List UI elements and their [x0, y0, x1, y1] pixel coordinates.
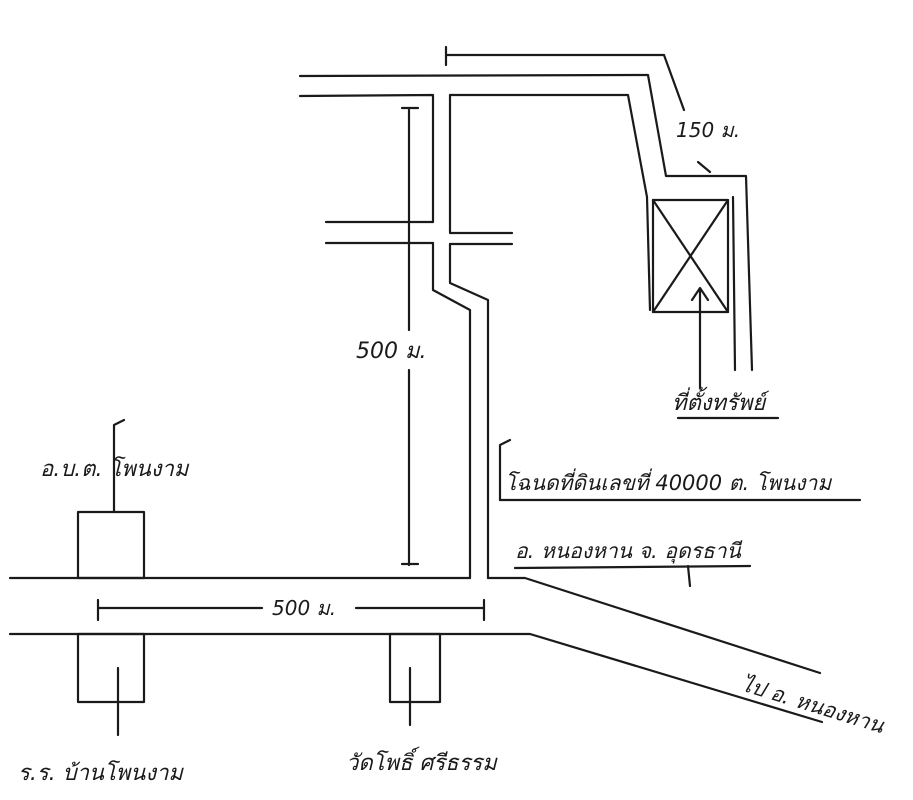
district-label: อ. หนองหาน จ. อุดรธานี [515, 539, 743, 564]
office-leader [112, 418, 126, 514]
deed-label: โฉนดที่ดินเลขที่ 40000 ต. โพนงาม [505, 468, 832, 495]
dist-vertical-label: 500 ม. [356, 339, 426, 364]
top-road-lower-edge-right [448, 93, 652, 312]
dist-top-right-label: 150 ม. [676, 118, 740, 142]
dim-vertical-line [400, 106, 420, 567]
dim-horizontal-line [96, 598, 486, 622]
site-pointer [690, 286, 710, 390]
office-label: อ.บ.ต. โพนงาม [40, 456, 190, 482]
main-road-upper-right [486, 576, 822, 675]
temple-building [388, 632, 442, 704]
school-label: ร.ร. บ้านโพนงาม [18, 760, 184, 786]
dist-horizontal-label: 500 ม. [272, 596, 336, 620]
deed-bracket [498, 438, 512, 502]
site-label: ที่ตั้งทรัพย์ [672, 386, 770, 416]
parcel-cross [651, 198, 730, 314]
top-road-upper-edge [298, 73, 754, 372]
district-underline [513, 564, 752, 570]
to-town-label: ไป อ. หนองหาน [739, 672, 888, 738]
central-road-right-edge-lower [448, 242, 490, 580]
dim-top-line [444, 45, 686, 112]
top-road-lower-edge [298, 93, 435, 224]
school-building [76, 632, 146, 704]
office-building [76, 510, 146, 580]
dim-top-tick [696, 160, 712, 174]
main-road-lower-edge [8, 632, 824, 724]
property-parcel [651, 198, 730, 314]
temple-label: วัดโพธิ์ ศรีธรรม [346, 746, 498, 776]
right-road-inner-edge [731, 195, 737, 372]
district-tick [686, 564, 692, 588]
central-road-left-edge-lower [431, 241, 472, 580]
